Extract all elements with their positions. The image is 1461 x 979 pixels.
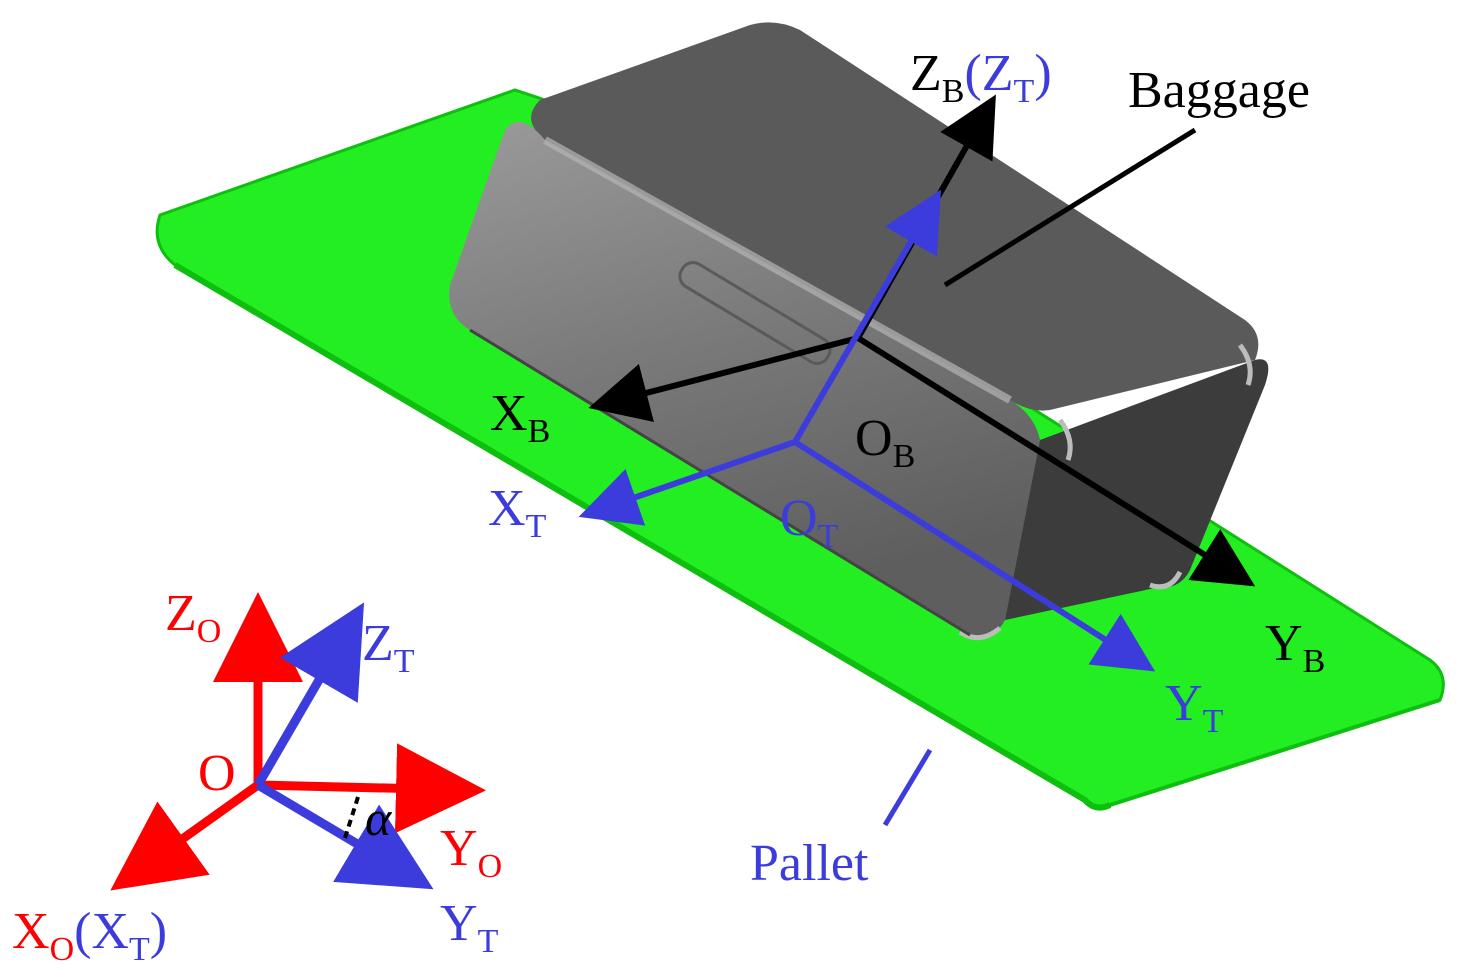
baggage-bottom-edge xyxy=(469,328,971,637)
axis-yb-arrow xyxy=(856,335,1256,587)
baggage-foot-1 xyxy=(958,626,1002,641)
label-pallet: Pallet xyxy=(750,835,869,892)
label-alpha: α xyxy=(365,790,393,846)
pallet-edge-front xyxy=(173,262,1112,811)
baggage-leader-line xyxy=(943,127,1197,288)
alpha-angle-dash xyxy=(343,796,360,839)
baggage-foot-3 xyxy=(1057,418,1073,461)
label-zo: ZO xyxy=(165,585,221,650)
label-xo-xt: XO(XT) xyxy=(12,903,167,968)
label-yo: YO xyxy=(440,820,502,885)
axis-xb-arrow xyxy=(588,335,859,422)
origin-frame xyxy=(110,592,486,891)
axis-zt-arrow xyxy=(792,189,942,444)
axis-xt-arrow xyxy=(578,439,796,526)
axis-zt2-arrow xyxy=(254,602,365,788)
baggage-end-face xyxy=(1005,359,1269,620)
label-baggage: Baggage xyxy=(1128,62,1310,119)
label-xt: XT xyxy=(488,480,547,545)
label-zt2: ZT xyxy=(362,615,415,680)
baggage-top-edge-highlight xyxy=(543,136,1012,404)
axis-yt-arrow xyxy=(793,439,1156,672)
axis-xo-arrow xyxy=(110,781,261,891)
axis-yt2-arrow xyxy=(255,781,434,890)
axis-yo-arrow xyxy=(257,743,486,834)
label-ot: OT xyxy=(780,490,839,555)
pallet-frame xyxy=(578,189,1156,827)
baggage-foot-2 xyxy=(1149,570,1183,590)
pallet-leader-line xyxy=(882,748,933,827)
label-yb: YB xyxy=(1265,615,1325,680)
label-o: O xyxy=(198,745,236,802)
label-ob: OB xyxy=(855,410,915,475)
label-yt: YT xyxy=(1165,675,1224,740)
baggage-foot-4 xyxy=(1237,343,1253,386)
label-yt2: YT xyxy=(440,895,499,960)
label-zb-zt: ZB(ZT) xyxy=(910,45,1052,110)
pallet-edge-right xyxy=(1109,698,1441,807)
baggage-handle-recess xyxy=(678,261,832,365)
label-xb: XB xyxy=(490,385,550,450)
